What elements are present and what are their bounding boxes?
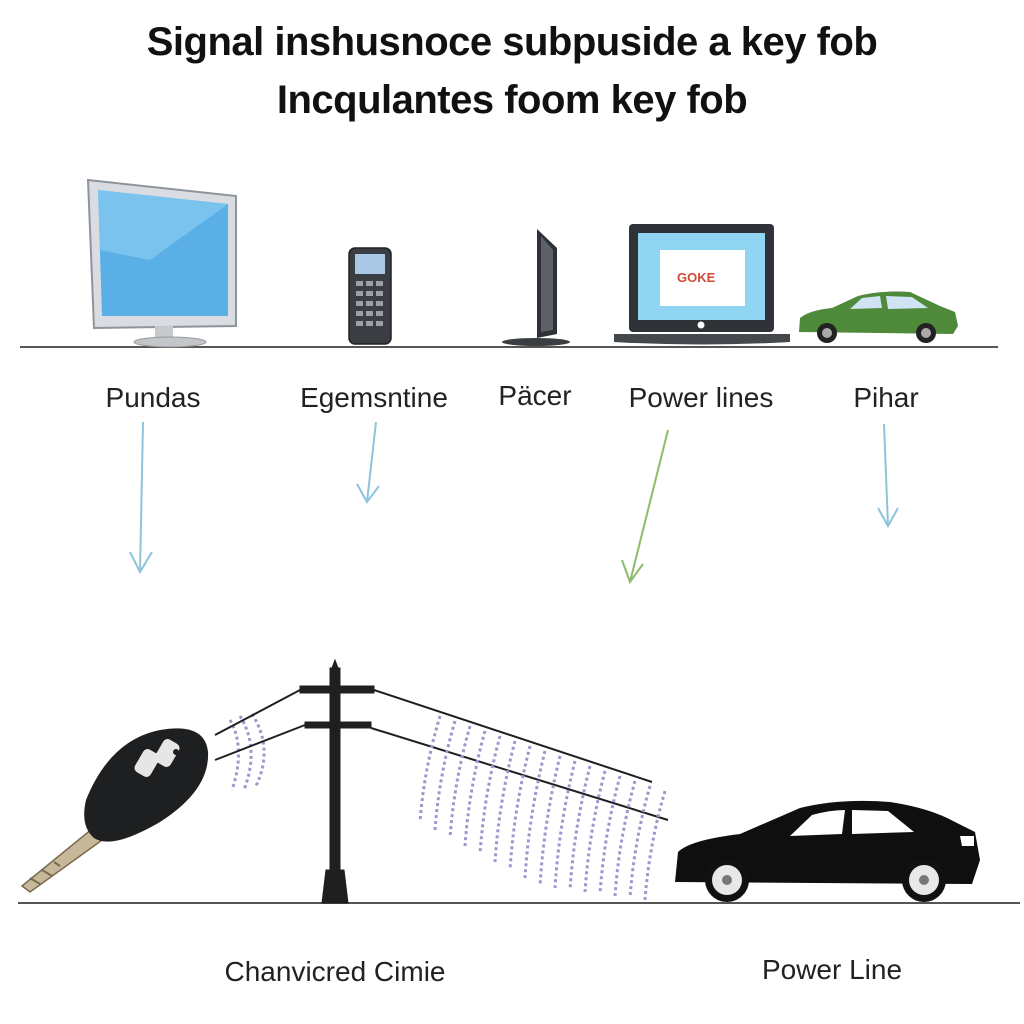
arrow-pihar (877, 423, 899, 529)
interference-wave (433, 720, 457, 831)
caption-right: Power Line (761, 954, 903, 985)
cordless-phone-icon (348, 247, 392, 345)
device-label-pihar: Pihar (853, 382, 919, 413)
device-label-pundas: Pundas (105, 382, 201, 413)
key-fob-icon (20, 728, 209, 893)
laptop-screen-text: GOKE (677, 270, 716, 285)
device-label-pacer: Päcer (498, 380, 572, 411)
interference-wave (448, 725, 472, 839)
black-car-icon (675, 800, 980, 902)
interference-wave (493, 740, 517, 863)
title-line-2: Incqulantes foom key fob (276, 78, 748, 122)
green-car-icon (799, 291, 958, 343)
interference-wave (478, 735, 502, 855)
interference-wave (553, 760, 577, 889)
interference-wave (538, 755, 562, 887)
interference-wave (418, 715, 442, 823)
interference-wave (628, 785, 652, 899)
arrow-pundas (129, 421, 153, 575)
interference-wave (463, 730, 487, 847)
router-icon (502, 229, 570, 346)
device-label-egemsntine: Egemsntine (300, 382, 448, 413)
interference-wave (613, 780, 637, 897)
monitor-icon (86, 178, 237, 348)
interference-wave (598, 775, 622, 895)
interference-wave (583, 770, 607, 893)
caption-left: Chanvicred Cimie (224, 956, 446, 987)
title-line-1: Signal inshusnoce subpuside a key fob (146, 20, 878, 64)
interference-waves (418, 715, 667, 901)
interference-wave (568, 765, 592, 891)
interference-wave (643, 790, 667, 901)
arrow-egemsntine (356, 421, 380, 504)
laptop-icon: GOKE (614, 224, 790, 345)
device-label-power-lines: Power lines (628, 382, 774, 413)
interference-wave (523, 750, 547, 879)
interference-wave (508, 745, 532, 871)
utility-pole-icon (214, 658, 669, 904)
arrow-power-lines (621, 429, 669, 585)
